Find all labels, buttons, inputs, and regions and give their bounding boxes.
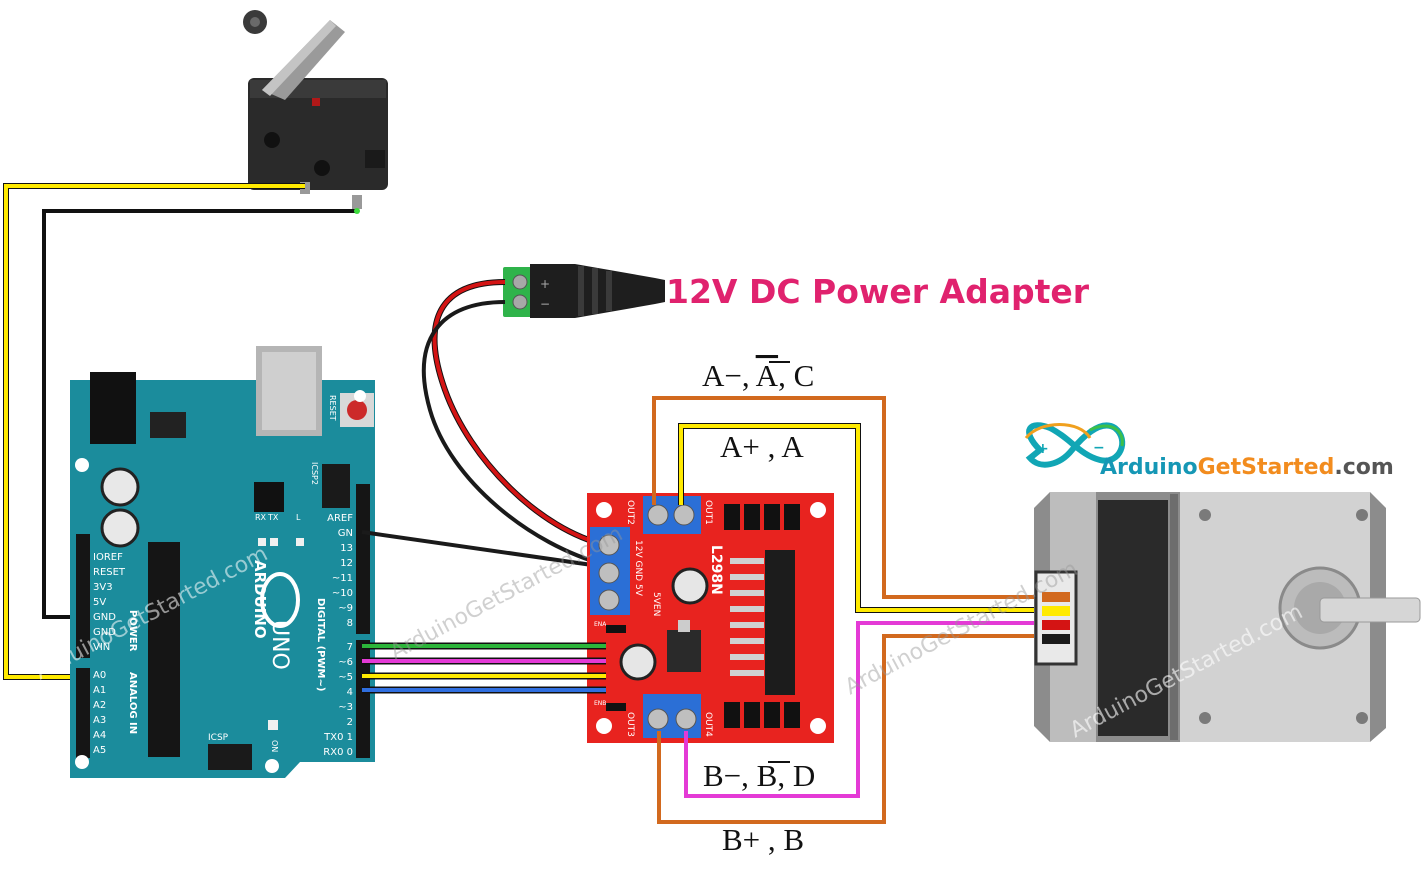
coil-b-plus-label: B+ , B [722,822,804,857]
brand-logo: + − ArduinoGetStarted.com [1024,422,1394,480]
analog-pin-label-2: A2 [93,700,106,711]
rx-label: RX [255,513,267,522]
l298n-driver-board: OUT2 OUT1 OUT3 OUT4 12V GND 5V 5VEN ENA … [587,493,834,743]
digital-top-pin-label-1: GN [338,528,353,539]
power-section-label: POWER [127,610,138,652]
out4-label: OUT4 [703,712,713,737]
digital-bottom-pin-label-5: 2 [347,717,353,728]
analog-pin-label-3: A3 [93,715,106,726]
digital-top-pin-label-5: ~10 [332,588,353,599]
reset-label: RESET [328,395,337,421]
svg-text:+: + [540,277,550,291]
brand-name: ArduinoGetStarted.com [1100,455,1394,480]
power-pin-label-3: 5V [93,597,106,608]
wire-switch-black [42,209,357,619]
l-led-label: L [296,513,301,522]
control-wires [362,642,606,694]
digital-bottom-pin-label-1: ~6 [338,657,353,668]
power-pin-label-5: GND [93,627,116,638]
digital-bottom-pin-label-6: TX0 1 [323,732,353,743]
digital-top-pin-label-6: ~9 [338,603,353,614]
digital-bottom-pin-label-2: ~5 [338,672,353,683]
analog-pin-label-0: A0 [93,670,106,681]
power-adapter-label: 12V DC Power Adapter [666,272,1090,311]
limit-switch [243,10,388,209]
icsp2-label: ICSP2 [310,462,319,485]
enb-label: ENB [594,700,606,707]
coil-a-plus-label: A+ , A [720,429,804,464]
digital-bottom-pin-label-7: RX0 0 [323,747,353,758]
analog-pin-label-4: A4 [93,730,106,741]
wire-coil-b-minus-magenta [684,621,1045,798]
uno-model-text: UNO [267,620,292,670]
digital-bottom-pin-label-4: ~3 [338,702,353,713]
coil-wires [652,396,1045,824]
analog-pin-label-5: A5 [93,745,106,756]
power-pin-label-0: IOREF [93,552,123,563]
on-led-label: ON [270,740,279,752]
out3-label: OUT3 [625,712,635,737]
power-pin-labels: IOREF RESET 3V3 5V GND GND VIN [93,552,126,653]
wire-power-red [431,279,607,548]
power-terminal-label: 12V GND 5V [633,540,643,597]
l298n-chip-label: L298N [708,545,724,595]
ena-label: ENA [594,621,607,628]
digital-bottom-pin-label-0: 7 [347,642,353,653]
digital-top-pin-label-3: 12 [340,558,353,569]
digital-top-pin-labels: AREF GN 13 12 ~11 ~10 ~9 8 [327,513,353,629]
wire-gnd-black [361,530,607,569]
coil-a-minus-label: A−, A, C [702,358,814,393]
svg-text:−: − [1093,440,1105,456]
tx-label: TX [267,513,279,522]
power-pin-label-6: VIN [93,642,110,653]
digital-top-pin-label-7: 8 [347,618,353,629]
power-pin-label-1: RESET [93,567,126,578]
wire-power-black [421,300,607,567]
digital-section-label: DIGITAL (PWM~) [315,598,326,691]
svg-text:+: + [1037,441,1049,457]
wire-coil-b-plus-orange [657,634,1045,824]
wire-coil-a-minus-orange [652,396,1045,599]
svg-text:−: − [540,297,550,311]
stepper-motor [1034,492,1421,742]
arduino-logo-text: ARDUINO [251,560,269,639]
dc-power-jack: + − [503,264,665,318]
coil-b-minus-label: B−, B, D [703,758,815,793]
icsp-label: ICSP [208,733,229,743]
digital-top-pin-label-0: AREF [327,513,353,524]
out1-label: OUT1 [703,500,713,525]
digital-top-pin-label-4: ~11 [332,573,353,584]
power-pin-label-4: GND [93,612,116,623]
arduino-uno-board: ARDUINO UNO RESET ICSP2 ICSP TX RX L ON … [70,346,375,778]
analog-section-label: ANALOG IN [127,672,138,734]
power-pin-label-2: 3V3 [93,582,113,593]
digital-top-pin-label-2: 13 [340,543,353,554]
out2-label: OUT2 [625,500,635,525]
5v-enable-label: 5VEN [651,592,661,616]
digital-bottom-pin-label-3: 4 [347,687,353,698]
analog-pin-label-1: A1 [93,685,106,696]
